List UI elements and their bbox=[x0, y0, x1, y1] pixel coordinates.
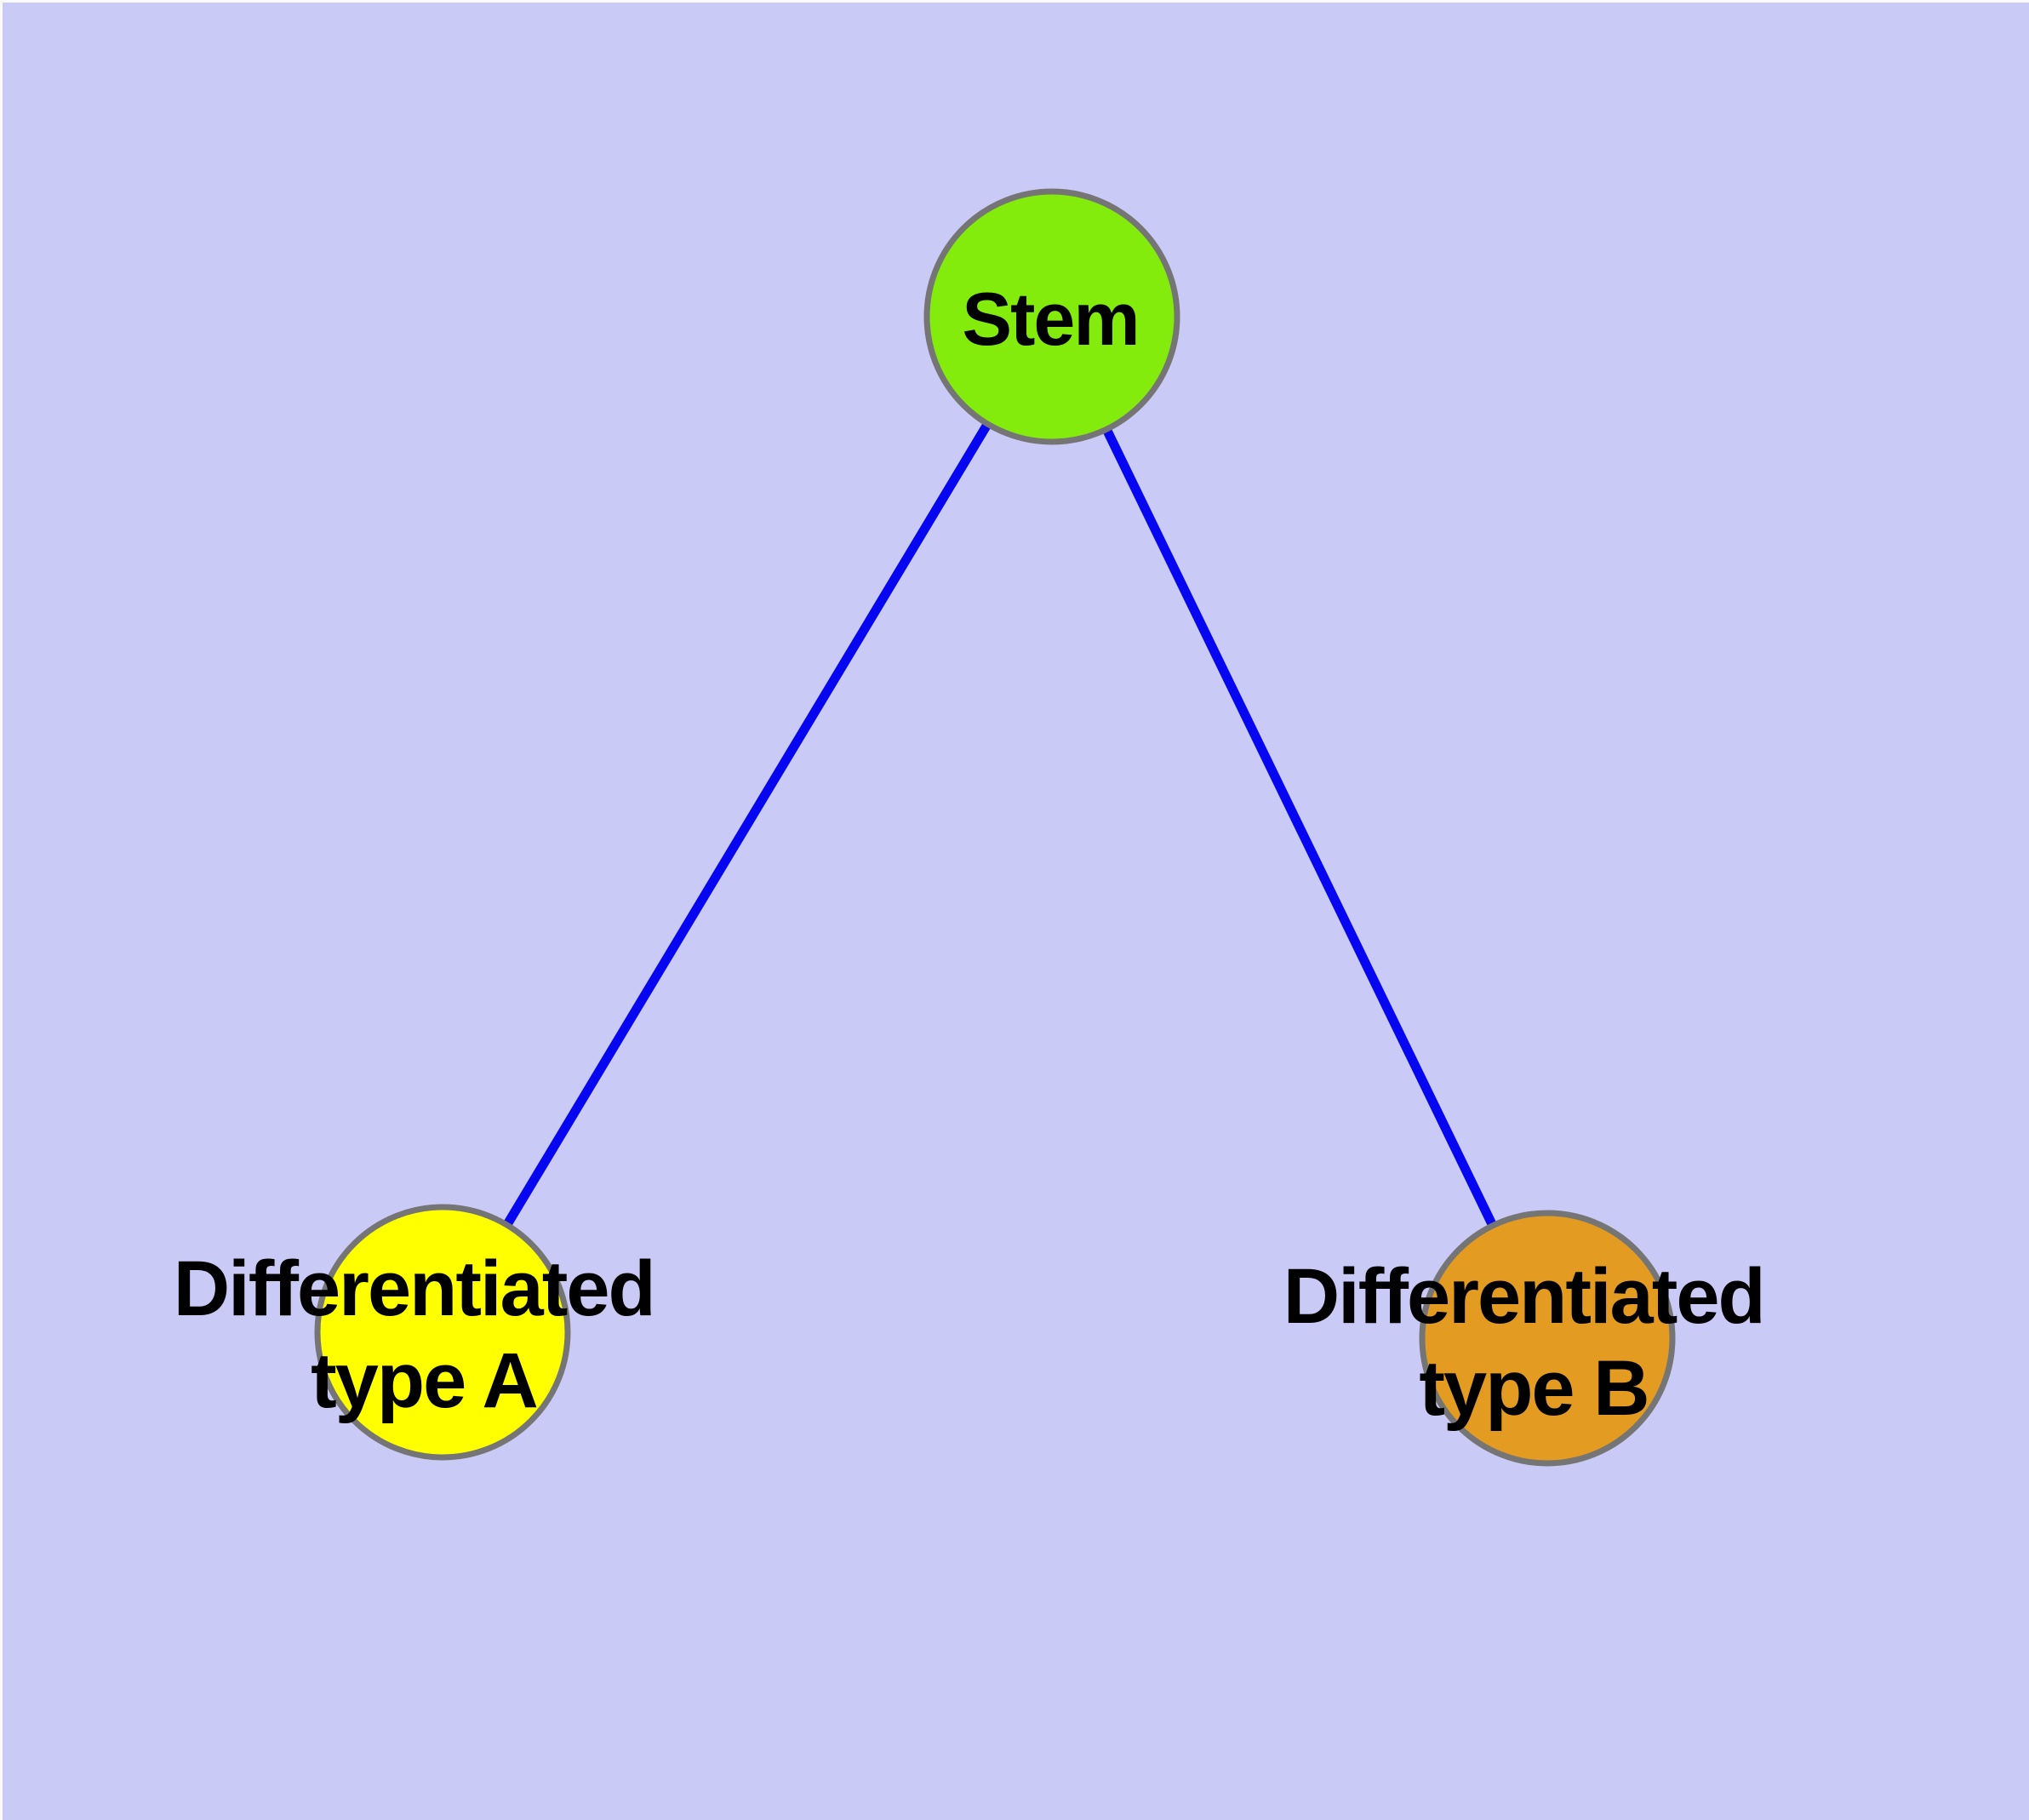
type-b-node-label: Differentiated type B bbox=[1283, 1253, 1785, 1432]
stem-node-label: Stem bbox=[962, 277, 1138, 361]
type-a-label-line2: type A bbox=[311, 1337, 537, 1424]
type-a-node-circle bbox=[314, 1204, 571, 1461]
type-a-node-label: Differentiated type A bbox=[174, 1245, 675, 1424]
type-a-label-line1: Differentiated bbox=[174, 1245, 654, 1332]
type-b-node-circle bbox=[1419, 1210, 1676, 1467]
node-stem: Stem bbox=[923, 188, 1180, 445]
stem-node-circle bbox=[923, 188, 1180, 445]
node-differentiated-type-b: Differentiated type B bbox=[1283, 1210, 1785, 1467]
edge-stem-to-type-a bbox=[437, 312, 1057, 1337]
edge-stem-to-type-b bbox=[1047, 312, 1552, 1343]
type-b-label-line2: type B bbox=[1419, 1345, 1648, 1432]
type-b-label-line1: Differentiated bbox=[1283, 1253, 1764, 1340]
node-differentiated-type-a: Differentiated type A bbox=[174, 1204, 675, 1461]
